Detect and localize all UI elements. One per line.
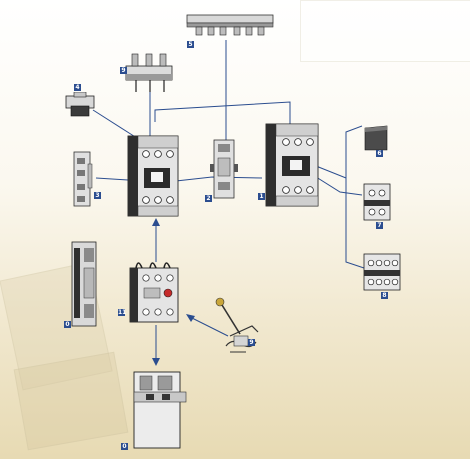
- badge-label: 0: [64, 321, 71, 328]
- connector-line: [187, 315, 229, 337]
- mechanical-interlock-icon: [210, 138, 238, 200]
- remote-reset-icon: [212, 296, 262, 358]
- badge-label: 2: [205, 195, 212, 202]
- auxiliary-contact-block-icon: [362, 252, 402, 292]
- badge-label: 6: [376, 150, 383, 157]
- connector-line: [95, 177, 129, 181]
- badge-label: 5: [187, 41, 194, 48]
- connector-line: [175, 176, 263, 182]
- rail-adapter-icon: [66, 240, 100, 328]
- terminal-block-icon: [122, 52, 176, 94]
- badge-label: 1: [258, 193, 265, 200]
- badge-label: 8: [381, 292, 388, 299]
- badge-label: 4: [74, 84, 81, 91]
- thermal-overload-relay-icon: [126, 258, 182, 326]
- connector-line: [154, 101, 291, 130]
- contactor-icon: [126, 134, 180, 218]
- arrow-head: [152, 218, 160, 226]
- contactor-icon: [264, 122, 320, 208]
- front-cover-icon: [362, 124, 390, 152]
- background-decoration: [300, 0, 470, 62]
- connector-line: [315, 125, 363, 179]
- badge-label: 9: [120, 67, 127, 74]
- badge-label: 0: [121, 443, 128, 450]
- badge-label: 3: [94, 192, 101, 199]
- side-auxiliary-contact-icon: [72, 150, 94, 208]
- separate-mounting-icon: [128, 370, 188, 452]
- connector-line: [345, 178, 365, 269]
- badge-label: 9: [248, 339, 255, 346]
- connector-line: [92, 109, 141, 141]
- cover-icon: [64, 91, 96, 118]
- arrow-head: [186, 314, 195, 322]
- badge-label: 7: [376, 222, 383, 229]
- badge-label: 11: [118, 309, 127, 316]
- busbar-icon: [186, 14, 274, 40]
- auxiliary-contact-block-icon: [362, 182, 392, 222]
- arrow-head: [152, 358, 160, 366]
